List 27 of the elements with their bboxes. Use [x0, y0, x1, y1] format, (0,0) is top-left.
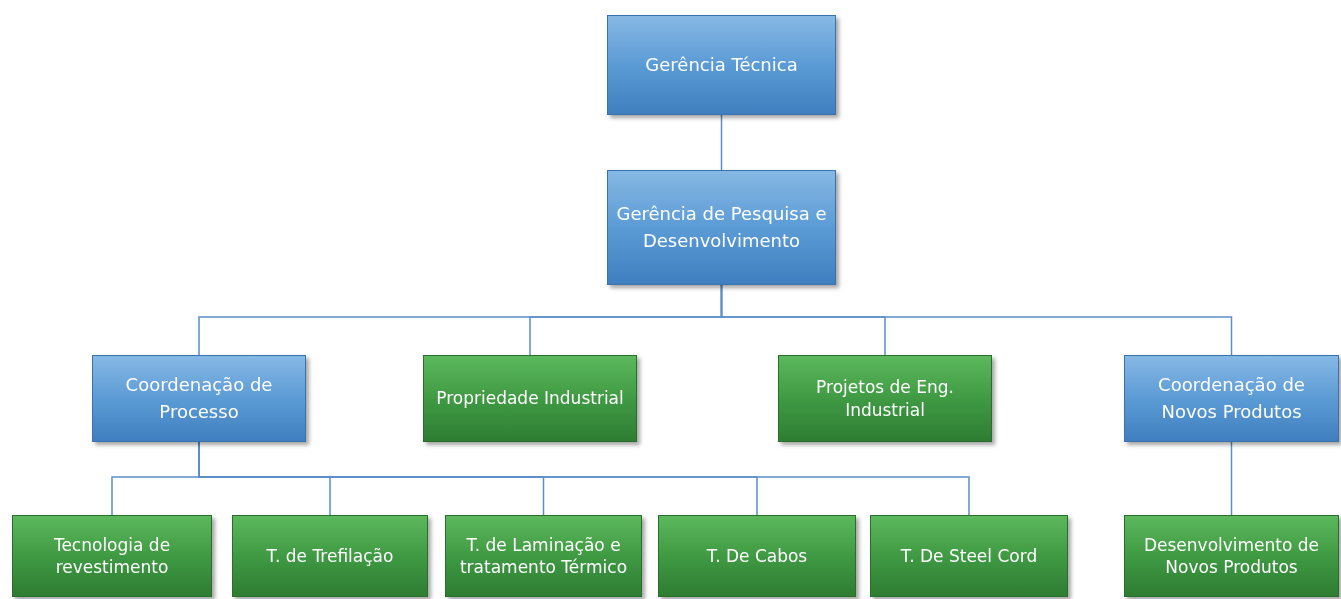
department-box — [1124, 355, 1339, 442]
department-box — [607, 170, 836, 285]
department-box — [607, 15, 836, 115]
box-label: Desenvolvimento de Novos Produtos — [1142, 533, 1321, 579]
team-box — [423, 355, 637, 442]
connector-line — [1230, 441, 1233, 516]
team-box — [12, 515, 212, 597]
team-box — [870, 515, 1068, 597]
team-box — [658, 515, 856, 597]
box-label: Gerência Técnica — [645, 52, 798, 77]
team-box — [1124, 515, 1339, 597]
box-label: Coordenação de Novos Produtos — [1157, 373, 1306, 424]
box-label: T. de Laminação e tratamento Térmico — [458, 533, 629, 579]
connector-line — [720, 114, 723, 171]
box-label: T. de Trefilação — [266, 544, 394, 568]
team-box — [232, 515, 428, 597]
connector-line — [720, 284, 1233, 356]
box-label: Coordenação de Processo — [124, 373, 274, 424]
box-label: Gerência de Pesquisa e Desenvolvimento — [616, 202, 827, 253]
team-box — [778, 355, 992, 442]
box-label: Projetos de Eng. Industrial — [815, 376, 955, 421]
box-label: T. De Steel Cord — [900, 544, 1038, 568]
team-box — [445, 515, 642, 597]
department-box — [92, 355, 306, 442]
box-label: Tecnologia de revestimento — [52, 533, 172, 579]
box-label: T. De Cabos — [706, 544, 808, 568]
box-label: Propriedade Industrial — [436, 387, 624, 410]
